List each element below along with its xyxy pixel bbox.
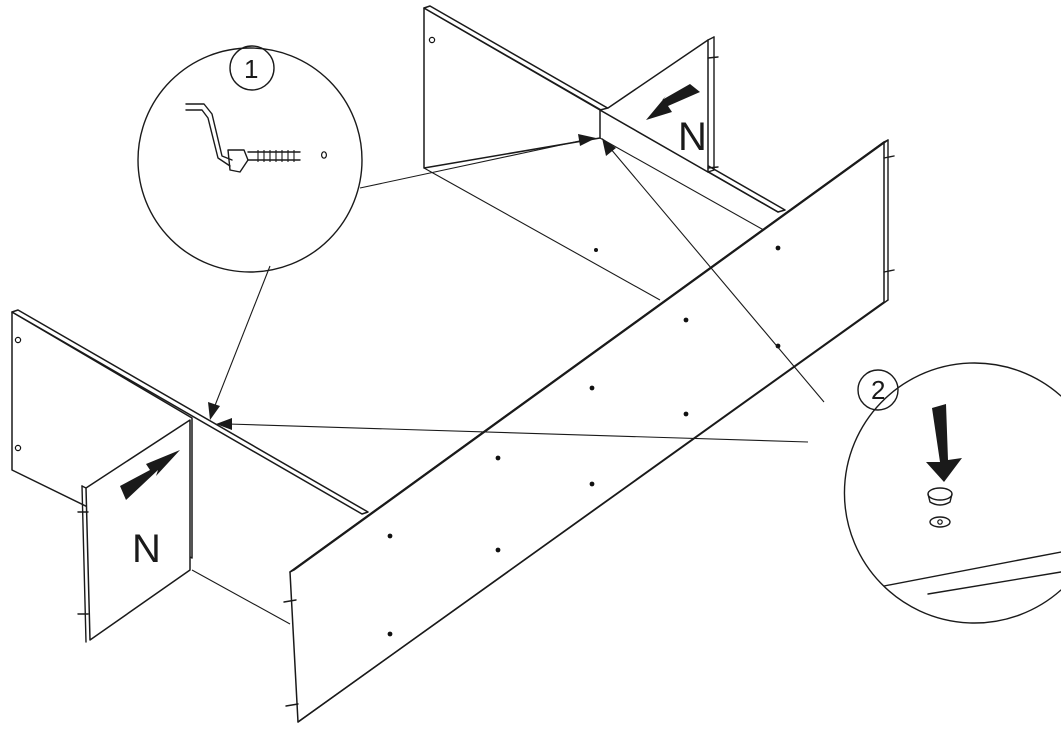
right-n-panel: N: [599, 36, 719, 173]
callout-number: 2: [871, 375, 885, 405]
long-side-panel: [283, 139, 895, 723]
arrow-icon: [646, 84, 700, 120]
panel-label-left: N: [132, 527, 161, 571]
cam-lock-icon: [927, 487, 953, 528]
cam-screw-icon: [227, 149, 301, 173]
callout-2: 2: [843, 362, 1061, 624]
callout-1: 1: [137, 45, 363, 273]
arrow-icon: [926, 404, 962, 482]
allen-key-icon: [185, 103, 233, 167]
arrow-icon: [120, 450, 180, 500]
left-n-panel: N: [77, 419, 191, 643]
leader-lines: [208, 134, 825, 443]
callout-number: 1: [244, 54, 258, 84]
panel-label-right: N: [678, 115, 707, 159]
